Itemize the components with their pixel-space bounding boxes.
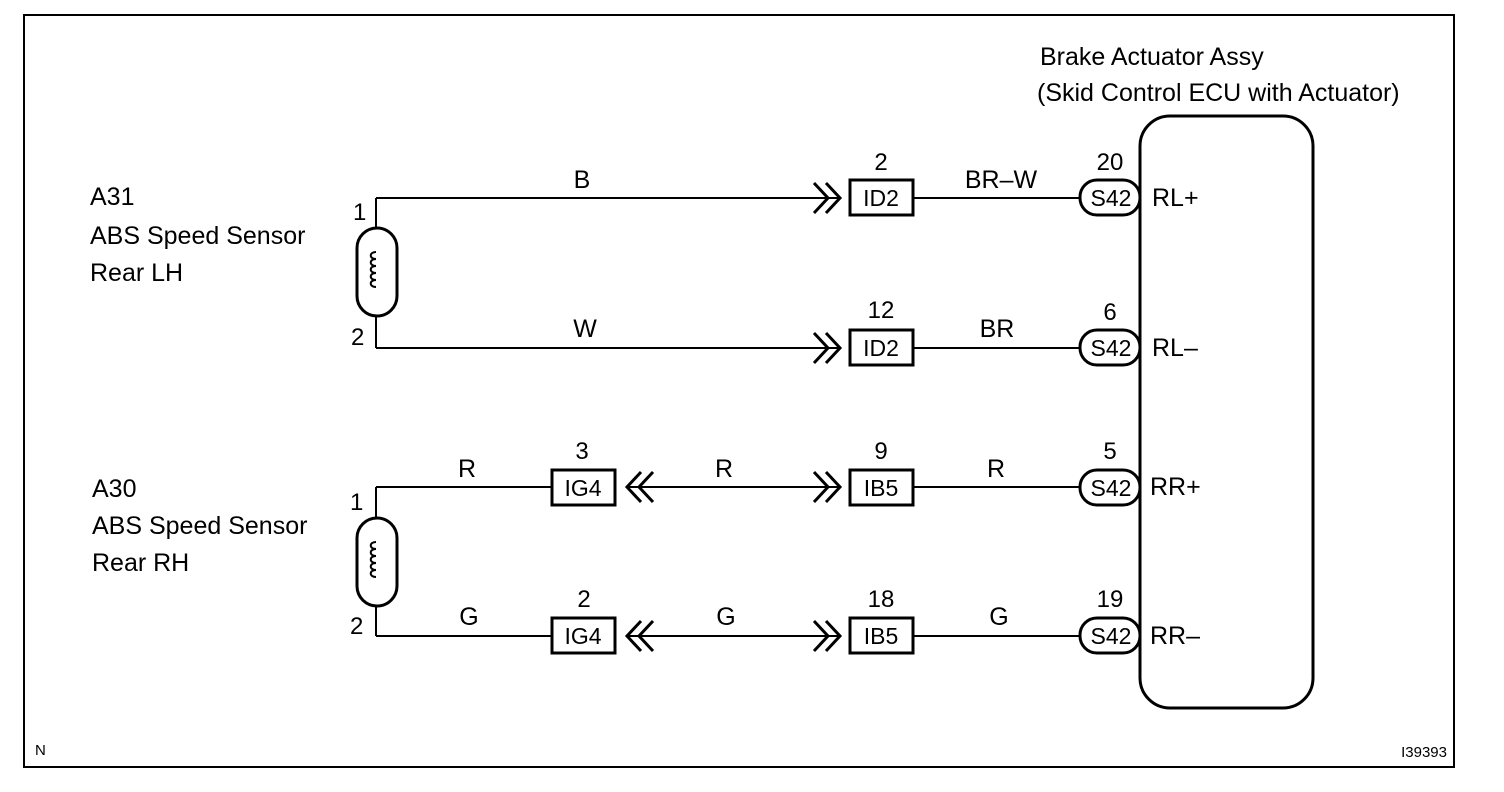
connector-pin: 9 bbox=[874, 438, 887, 465]
connector-chevron-icon bbox=[812, 619, 843, 653]
sensor-pin-bottom: 2 bbox=[350, 613, 363, 640]
connector-label: ID2 bbox=[863, 335, 899, 361]
connector-pin: 12 bbox=[868, 297, 895, 324]
connector-box bbox=[848, 178, 915, 217]
ecu-terminal-rr-plus: RR+ bbox=[1150, 473, 1201, 501]
ecu-pin: 5 bbox=[1103, 438, 1116, 465]
sensor-a31: A31 ABS Speed Sensor Rear LH 1 2 bbox=[90, 183, 399, 351]
ecu-pin: 6 bbox=[1103, 299, 1116, 326]
circuit-rl-minus: W 12 ID2 BR 6 S42 bbox=[376, 297, 1142, 367]
ecu-connector-pill bbox=[1078, 468, 1142, 507]
ecu-pin: 19 bbox=[1097, 586, 1124, 613]
sensor-position: Rear LH bbox=[90, 259, 183, 287]
connector-box bbox=[550, 616, 617, 655]
circuit-rl-plus: B 2 ID2 BR–W 20 S42 bbox=[376, 149, 1142, 217]
connector-pin: 2 bbox=[874, 149, 887, 176]
ecu-terminal-rr-minus: RR– bbox=[1150, 622, 1200, 650]
connector-pin: 18 bbox=[868, 586, 895, 613]
wire-color-label: R bbox=[715, 455, 733, 483]
wire-color-label: G bbox=[989, 603, 1008, 631]
connector-label: IG4 bbox=[564, 623, 601, 649]
ecu-connector-label: S42 bbox=[1091, 475, 1132, 501]
coil-icon bbox=[369, 541, 377, 578]
sensor-pin-top: 1 bbox=[350, 489, 363, 516]
sensor-code: A30 bbox=[92, 475, 136, 503]
sensor-body bbox=[355, 516, 399, 608]
connector-box bbox=[848, 468, 915, 507]
figure-id: I39393 bbox=[1401, 744, 1447, 761]
ecu-pin: 20 bbox=[1097, 149, 1124, 176]
connector-label: ID2 bbox=[863, 185, 899, 211]
connector-box bbox=[550, 468, 617, 507]
footer-left-mark: N bbox=[35, 742, 46, 759]
ecu-title-line1: Brake Actuator Assy bbox=[1040, 43, 1264, 71]
sensor-pin-bottom: 2 bbox=[351, 324, 364, 351]
sensor-name: ABS Speed Sensor bbox=[90, 222, 305, 250]
ecu-connector-pill bbox=[1078, 616, 1142, 655]
sensor-pin-top: 1 bbox=[353, 199, 366, 226]
circuit-rr-minus: G 2 IG4 G 18 IB5 G 19 S42 bbox=[376, 586, 1142, 655]
wire-color-label: R bbox=[987, 455, 1005, 483]
wire-color-label: G bbox=[716, 603, 735, 631]
wire-color-label: BR bbox=[980, 315, 1015, 343]
sensor-position: Rear RH bbox=[92, 549, 189, 577]
ecu-connector-pill bbox=[1078, 178, 1142, 217]
connector-chevron-icon bbox=[812, 331, 843, 365]
wire-color-label: G bbox=[459, 603, 478, 631]
connector-label: IG4 bbox=[564, 475, 601, 501]
ecu-connector-label: S42 bbox=[1091, 335, 1132, 361]
sensor-a30: A30 ABS Speed Sensor Rear RH 1 2 bbox=[92, 475, 399, 640]
wire-color-label: R bbox=[458, 455, 476, 483]
sensor-name: ABS Speed Sensor bbox=[92, 512, 307, 540]
wire-color-label: BR–W bbox=[965, 166, 1038, 194]
sensor-code: A31 bbox=[90, 183, 134, 211]
ecu-terminal-rl-plus: RL+ bbox=[1152, 184, 1199, 212]
connector-label: IB5 bbox=[864, 623, 899, 649]
sensor-body bbox=[355, 226, 399, 318]
connector-chevron-icon bbox=[812, 470, 843, 504]
diagram-frame bbox=[23, 14, 1455, 768]
connector-label: IB5 bbox=[864, 475, 899, 501]
wire-color-label: B bbox=[574, 166, 591, 194]
ecu-title-line2: (Skid Control ECU with Actuator) bbox=[1037, 79, 1400, 107]
wire-color-label: W bbox=[573, 315, 597, 343]
ecu-body bbox=[1138, 114, 1315, 710]
connector-pin: 2 bbox=[577, 586, 590, 613]
ecu-connector-label: S42 bbox=[1091, 623, 1132, 649]
coil-icon bbox=[369, 251, 377, 288]
ecu-connector-pill bbox=[1078, 328, 1142, 367]
ecu-terminal-rl-minus: RL– bbox=[1152, 334, 1198, 362]
ecu-connector-label: S42 bbox=[1091, 185, 1132, 211]
circuit-rr-plus: R 3 IG4 R 9 IB5 R 5 S42 bbox=[376, 438, 1142, 507]
connector-chevron-icon bbox=[812, 181, 843, 215]
connector-pin: 3 bbox=[575, 438, 588, 465]
